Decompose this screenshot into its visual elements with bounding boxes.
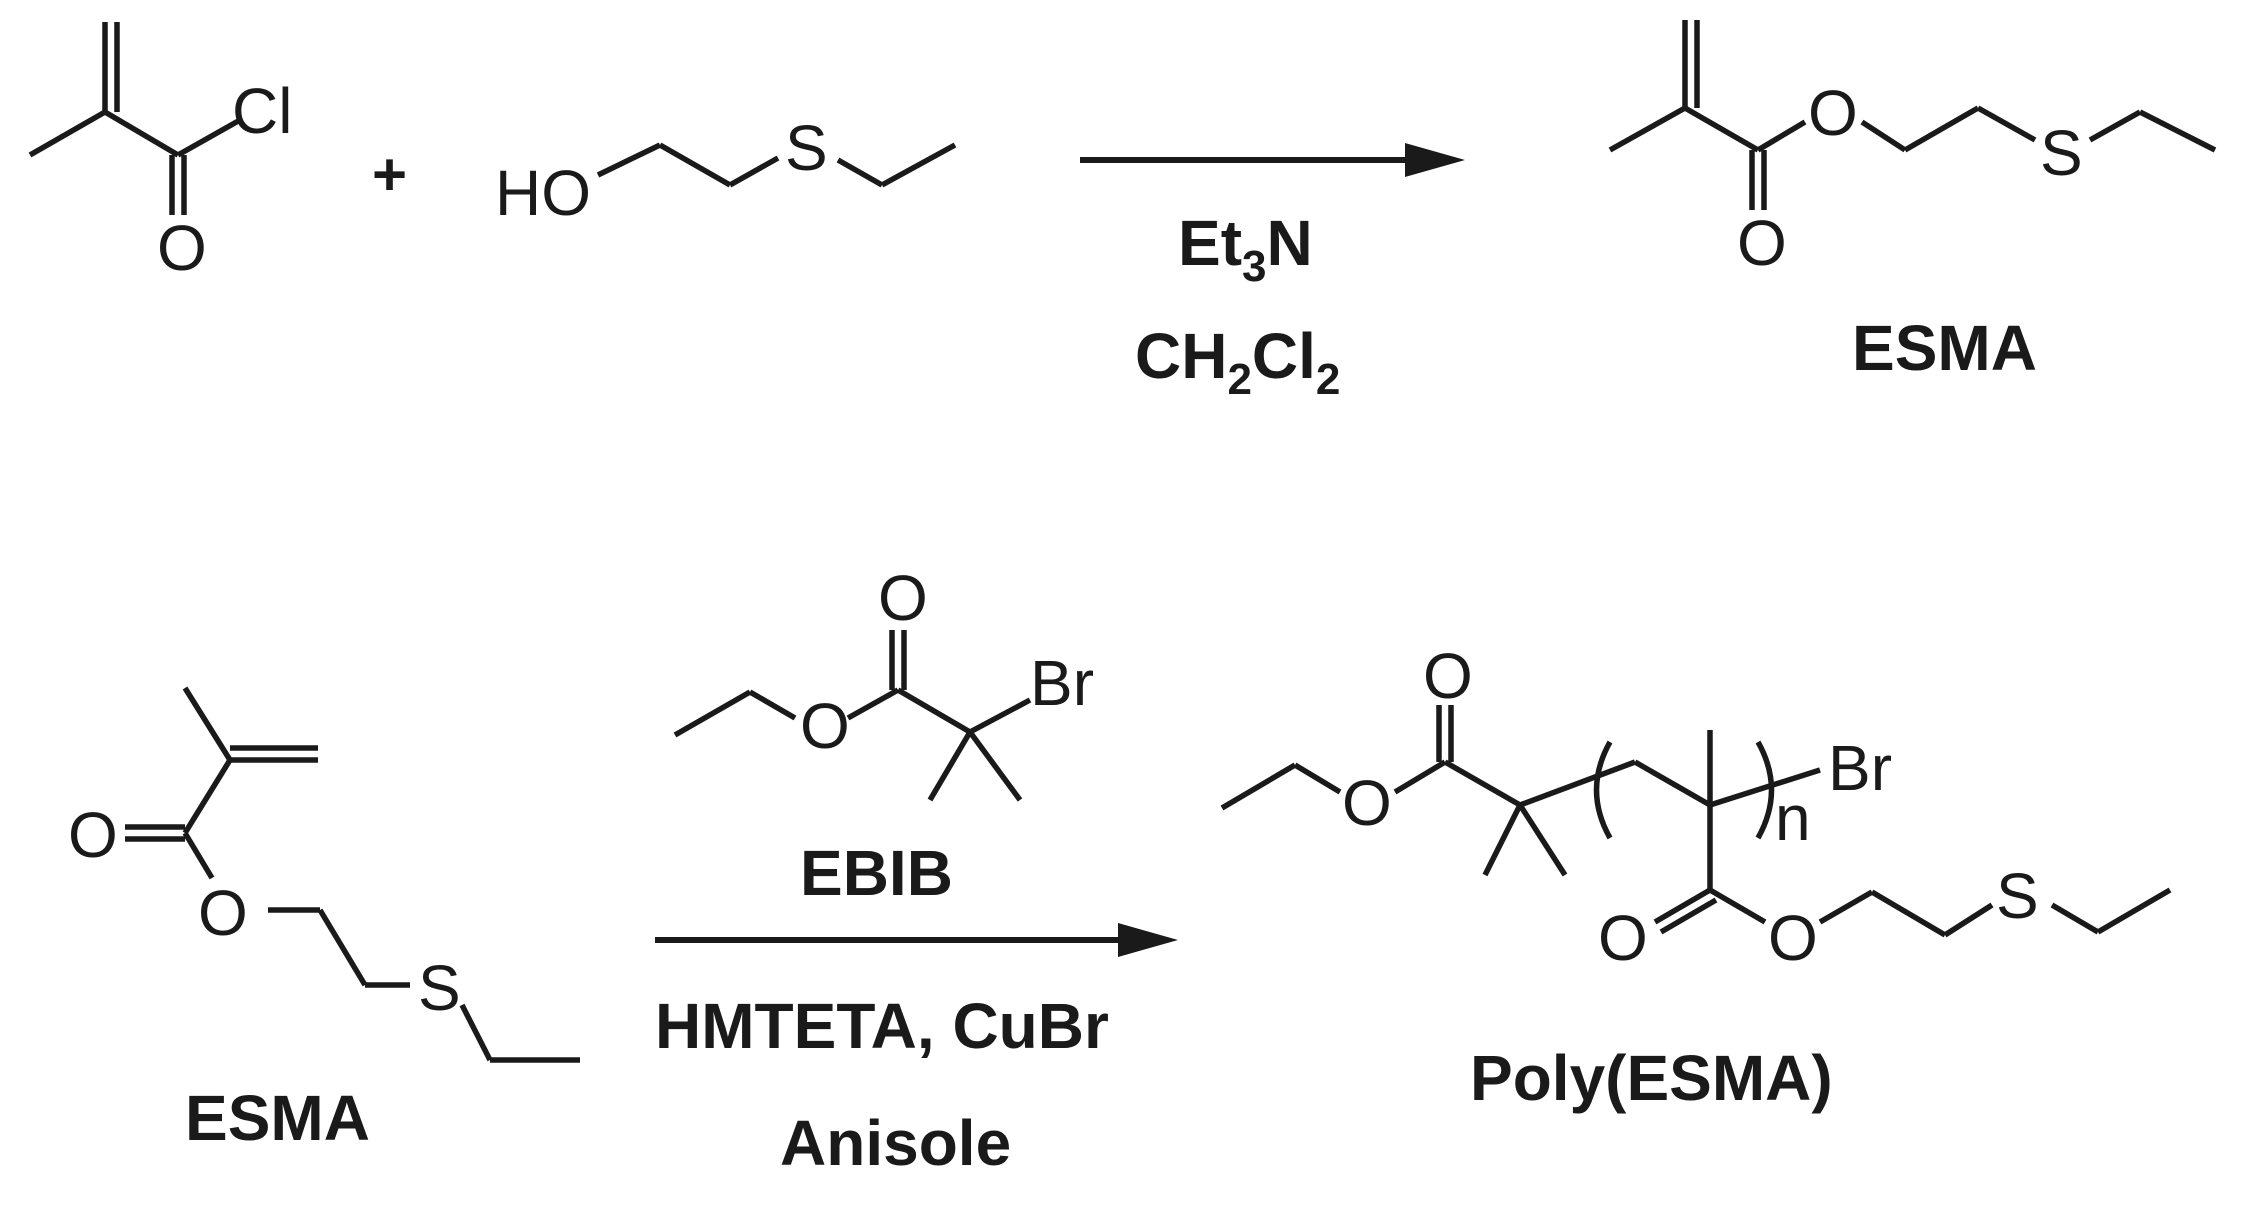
atom-o-carbonyl: O <box>1737 207 1787 279</box>
bond <box>1870 889 1947 938</box>
atom-s: S <box>1996 860 2039 932</box>
esma-product: O O S <box>1608 20 2217 279</box>
bond <box>317 908 368 987</box>
bond <box>2088 109 2142 143</box>
bond <box>1633 759 1712 808</box>
bond <box>182 686 233 762</box>
bond <box>836 157 884 188</box>
bond <box>176 117 242 158</box>
bond <box>673 689 752 738</box>
bond <box>1943 902 1994 938</box>
atom-o-ester: O <box>1808 77 1858 149</box>
bond <box>2050 902 2100 935</box>
bond <box>1860 119 1907 153</box>
bond <box>1903 105 1980 153</box>
condition-hmteta-cubr: HMTETA, CuBr <box>655 990 1109 1062</box>
bond <box>1818 889 1874 925</box>
double-bond-line <box>1659 897 1718 935</box>
bond <box>967 730 1023 802</box>
bond <box>1443 759 1522 808</box>
bond <box>459 1003 493 1062</box>
reaction-arrow-2 <box>655 923 1178 957</box>
bond <box>1976 105 2037 143</box>
bond <box>1683 105 1760 153</box>
bond <box>2138 109 2217 153</box>
bond <box>846 687 900 721</box>
condition-ch2cl2: CH2Cl2 <box>1135 320 1340 404</box>
bond <box>1608 105 1687 153</box>
atom-o-carbonyl: O <box>68 799 118 871</box>
bond <box>1653 887 1712 925</box>
bond <box>2096 887 2172 935</box>
bond <box>103 109 180 158</box>
atom-o-carbonyl: O <box>1598 902 1648 974</box>
atom-s: S <box>418 952 461 1024</box>
bond <box>1482 803 1523 877</box>
bond <box>1709 767 1821 808</box>
atom-o-ester-left: O <box>1342 767 1392 839</box>
bond <box>28 109 107 158</box>
bond <box>1519 759 1636 808</box>
bond <box>1393 759 1447 795</box>
repeat-paren-right <box>1755 740 1775 840</box>
atom-s: S <box>785 112 828 184</box>
poly-esma-structure: O O Br n O O S <box>1220 640 2172 974</box>
bond <box>182 758 233 835</box>
bond <box>880 142 957 188</box>
plus-sign: + <box>372 141 407 208</box>
bond <box>1756 119 1807 153</box>
ebib-label: EBIB <box>800 837 953 909</box>
esma-product-label: ESMA <box>1852 312 2037 384</box>
bond <box>896 687 972 735</box>
atom-o-carbonyl: O <box>878 562 928 634</box>
bond <box>927 730 973 802</box>
condition-et3n: Et3N <box>1178 207 1313 291</box>
bond <box>968 697 1032 735</box>
bond <box>1708 887 1767 925</box>
esma-monomer: O O S <box>68 686 580 1063</box>
bond <box>596 142 662 178</box>
atom-o: O <box>157 212 207 284</box>
atom-o-top: O <box>1423 640 1473 712</box>
esma-monomer-label: ESMA <box>185 1082 370 1154</box>
arrow-head <box>1405 143 1465 177</box>
atom-o-ester: O <box>800 690 850 762</box>
bond <box>182 831 215 880</box>
atom-br-end: Br <box>1828 732 1892 804</box>
atom-cl: Cl <box>232 75 292 147</box>
condition-anisole: Anisole <box>780 1107 1011 1179</box>
atom-br: Br <box>1030 647 1094 719</box>
bond <box>1220 762 1297 811</box>
bond <box>748 689 797 721</box>
atom-s: S <box>2040 117 2083 189</box>
atom-ho: HO <box>495 157 591 229</box>
bond <box>728 155 780 188</box>
ethylthioethanol: HO S <box>495 112 957 229</box>
bond <box>1293 762 1342 795</box>
repeat-n-subscript: n <box>1775 782 1811 854</box>
bond <box>1517 803 1568 877</box>
bond <box>658 142 732 188</box>
poly-esma-label: Poly(ESMA) <box>1470 1042 1833 1114</box>
atom-o-ester: O <box>198 877 248 949</box>
methacryloyl-chloride: Cl O <box>28 22 292 284</box>
reaction-arrow-1 <box>1080 143 1465 177</box>
repeat-paren-left <box>1593 740 1613 840</box>
atom-o-ester: O <box>1768 902 1818 974</box>
arrow-head <box>1118 923 1178 957</box>
ebib-initiator: O O Br <box>673 562 1094 802</box>
